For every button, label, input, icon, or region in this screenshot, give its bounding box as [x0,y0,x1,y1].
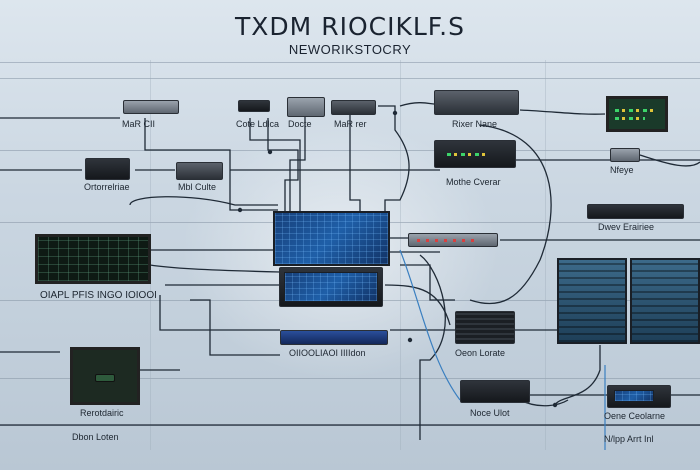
device-label: OIAPL PFIS INGO IOIOOI [40,290,157,301]
device-label: Cote Ldlca [236,119,280,129]
led-strip [447,153,487,156]
wire-node [237,207,243,213]
wire-node [407,337,413,343]
wire [469,124,552,305]
guide-line [0,62,700,63]
server-rack-2[interactable] [630,258,700,344]
device-label: Oene Ceolarne [604,411,666,421]
device-label: Mothe Cverar [446,177,501,187]
wire [400,264,455,301]
wire [639,154,700,167]
central-display-screen [284,272,378,302]
wire [554,345,601,406]
wire [149,264,281,273]
device-label: Docte [288,119,312,129]
wire [378,105,410,215]
controller-unit[interactable] [85,158,130,180]
wire-node [267,149,273,155]
device-label: MaR rer [334,119,367,129]
central-display[interactable] [279,267,383,307]
wire [399,102,435,107]
server-unit-1[interactable] [123,100,179,114]
wire-node [392,110,398,116]
monitor-top-right[interactable] [606,96,668,132]
docking-unit[interactable] [287,97,325,117]
wire [384,284,451,326]
guide-line [0,378,700,379]
monitor-widget [95,374,115,382]
wire [159,295,280,331]
display-unit-screen [614,390,654,402]
wire [349,115,361,214]
guide-line [545,60,546,450]
wire [144,118,278,211]
diagram-title: TXDM RIOCIKLF.S [235,12,465,41]
wire [190,299,280,356]
display-unit[interactable] [607,385,671,408]
switch-unit-1[interactable] [238,100,270,112]
server-rack-1[interactable] [557,258,627,344]
device-label: Nfeye [610,165,634,175]
device-label: Dbon Loten [72,432,119,442]
device-label: Noce Ulot [470,408,510,418]
device-label: Mbl Culte [178,182,217,192]
drive-chassis[interactable] [587,204,684,219]
guide-line [400,60,401,450]
patch-panel[interactable] [176,162,223,180]
performance-monitor[interactable] [70,347,140,405]
node-unit[interactable] [460,380,530,403]
device-label: Rerotdairic [80,408,124,418]
modem-unit[interactable] [434,140,516,168]
device-label: Ortorrelriae [84,182,130,192]
oscilloscope-monitor[interactable] [35,234,151,284]
device-label: MaR CII [122,119,156,129]
wire [129,196,278,206]
led-strip [615,109,655,112]
guide-line [0,78,700,79]
wire [289,115,306,214]
led-strip [615,117,645,120]
rack-switch[interactable] [408,233,498,247]
blue-controller[interactable] [280,330,388,345]
storage-unit[interactable] [455,311,515,344]
router-unit[interactable] [434,90,519,115]
device-label: Oeon Lorate [455,348,506,358]
device-label: Rixer Nane [452,119,498,129]
small-switch[interactable] [610,148,640,162]
wire [267,118,299,214]
wire [519,109,606,115]
server-unit-2[interactable] [331,100,376,115]
device-label: OIIOOLIAOI IIIIdon [289,348,366,358]
device-label: N/lpp Arrt Inl [604,434,654,444]
fiber-wire [399,249,461,401]
device-label: Dwev Erairiee [598,222,655,232]
diagram-subtitle: NEWORIKSTOCRY [288,42,412,57]
led-strip [417,239,477,242]
wire-node [552,402,558,408]
central-switch-panel[interactable] [273,211,390,266]
wire [249,118,301,214]
wire [419,254,446,440]
